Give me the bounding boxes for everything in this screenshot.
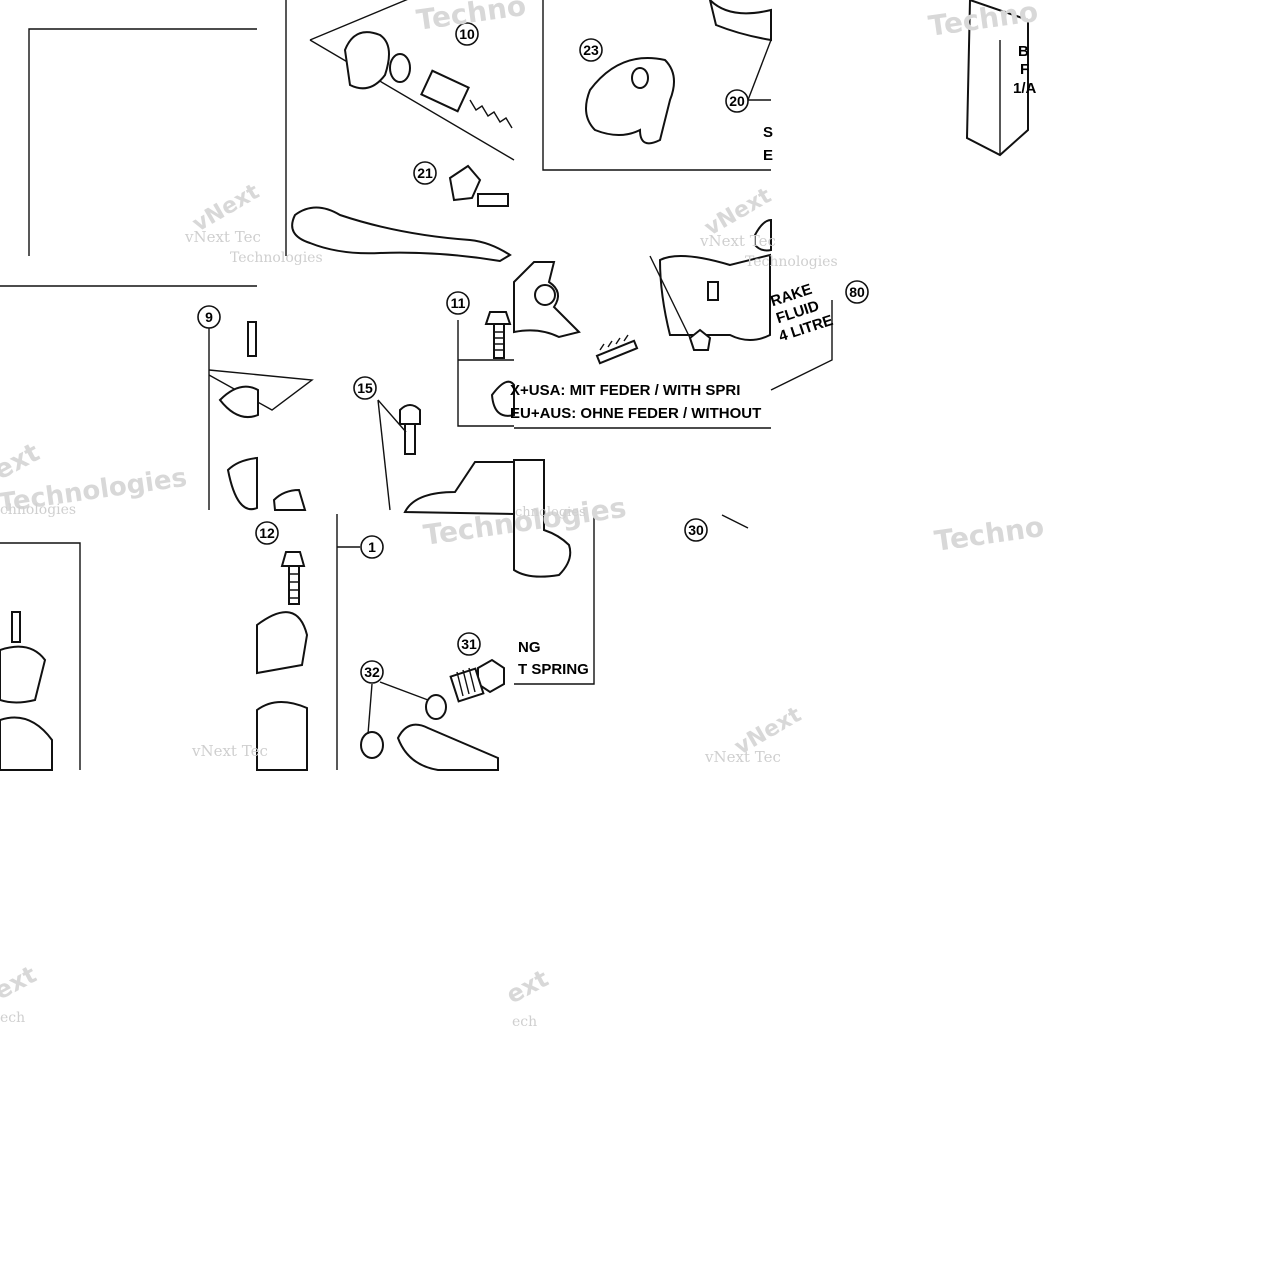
- svg-text:9: 9: [205, 309, 213, 325]
- svg-text:vNext Tec: vNext Tec: [191, 742, 268, 760]
- svg-text:21: 21: [417, 165, 433, 181]
- svg-text:Technologies: Technologies: [745, 254, 838, 270]
- svg-text:11: 11: [451, 295, 466, 311]
- lower-clamp: [256, 611, 309, 675]
- svg-text:15: 15: [357, 380, 373, 396]
- svg-text:10: 10: [459, 26, 475, 42]
- piston-kit-group: [309, 0, 515, 161]
- brake-hose: [396, 723, 499, 771]
- svg-text:chnologies: chnologies: [0, 502, 76, 518]
- svg-text:32: 32: [364, 664, 380, 680]
- callout-80: 80: [845, 280, 869, 304]
- note-spring-frag-2: T SPRING: [518, 661, 589, 678]
- callout-1: 1: [337, 535, 384, 559]
- svg-text:ech: ech: [0, 1010, 25, 1026]
- brake-lever: [291, 206, 512, 263]
- svg-text:1: 1: [368, 539, 376, 555]
- callout-15: 15: [353, 376, 377, 400]
- note-with-spring: X+USA: MIT FEDER / WITH SPRI: [510, 382, 740, 399]
- lever-guard: [585, 57, 675, 145]
- svg-text:23: 23: [583, 42, 599, 58]
- svg-text:ext: ext: [502, 964, 553, 1009]
- note-frag-s: S: [763, 124, 773, 141]
- bolt-15: [377, 399, 572, 578]
- piston-cup: [343, 31, 390, 90]
- screw-11: [484, 311, 515, 417]
- svg-text:vNext Tec: vNext Tec: [699, 232, 776, 250]
- callout-32: 32: [360, 660, 384, 684]
- callout-23: 23: [579, 38, 603, 62]
- adjuster-group: [291, 164, 512, 263]
- callout-31: 31: [457, 632, 481, 656]
- svg-text:chnologies: chnologies: [515, 505, 586, 520]
- adjuster-knob: [448, 164, 482, 202]
- clamp-9: [208, 321, 314, 511]
- callout-30: 30: [684, 518, 708, 542]
- svg-text:31: 31: [461, 636, 477, 652]
- note-frag-e: E: [763, 147, 773, 164]
- callout-21: 21: [413, 161, 437, 185]
- lever-guard-group: [585, 0, 772, 145]
- fluid-box-b: B: [1018, 43, 1029, 60]
- svg-text:12: 12: [259, 525, 275, 541]
- svg-text:ext: ext: [0, 960, 41, 1005]
- reservoir-cap: [754, 218, 772, 252]
- callout-20: 20: [725, 89, 749, 113]
- master-cylinder-group: [513, 218, 772, 365]
- watermarks: Techno Techno vNext Tec vNext Tec vNext …: [0, 0, 1046, 1030]
- svg-text:vNext Tec: vNext Tec: [184, 228, 261, 246]
- lever-tip: [708, 0, 772, 42]
- bolt-12: [256, 551, 309, 771]
- brake-fluid-label: RAKE FLUID 4 LITRE: [768, 281, 835, 345]
- svg-text:ech: ech: [512, 1014, 537, 1030]
- lower-housing: [256, 701, 308, 771]
- circlip: [389, 53, 411, 83]
- svg-text:80: 80: [849, 284, 865, 300]
- callout-11: 11: [446, 291, 470, 315]
- svg-text:20: 20: [729, 93, 745, 109]
- piston-body: [420, 69, 470, 113]
- washers-32: [360, 681, 499, 771]
- clamp-piece: [490, 380, 515, 417]
- frame-lines: [0, 0, 833, 770]
- adjuster-pin: [477, 193, 509, 207]
- banjo-bolt-31: [449, 658, 505, 703]
- nut: [688, 328, 712, 351]
- note-spring-frag-1: NG: [518, 639, 541, 656]
- callout-12: 12: [255, 521, 279, 545]
- brake-fluid-box: [965, 0, 1029, 157]
- svg-text:Techno: Techno: [932, 510, 1046, 558]
- fluid-box-f: F: [1020, 61, 1029, 78]
- fluid-box-1a: 1/A: [1013, 80, 1037, 97]
- reservoir-cover: [0, 611, 53, 771]
- svg-text:Technologies: Technologies: [230, 250, 323, 266]
- callout-10: 10: [455, 22, 479, 46]
- note-without-spring: EU+AUS: OHNE FEDER / WITHOUT: [510, 405, 761, 422]
- cylinder-body-lower: [403, 461, 515, 516]
- svg-text:30: 30: [688, 522, 704, 538]
- set-screw: [595, 339, 639, 365]
- svg-text:ext: ext: [0, 438, 45, 486]
- callout-9: 9: [197, 305, 221, 329]
- svg-text:vNext Tec: vNext Tec: [704, 748, 781, 766]
- piston-spring: [469, 99, 513, 129]
